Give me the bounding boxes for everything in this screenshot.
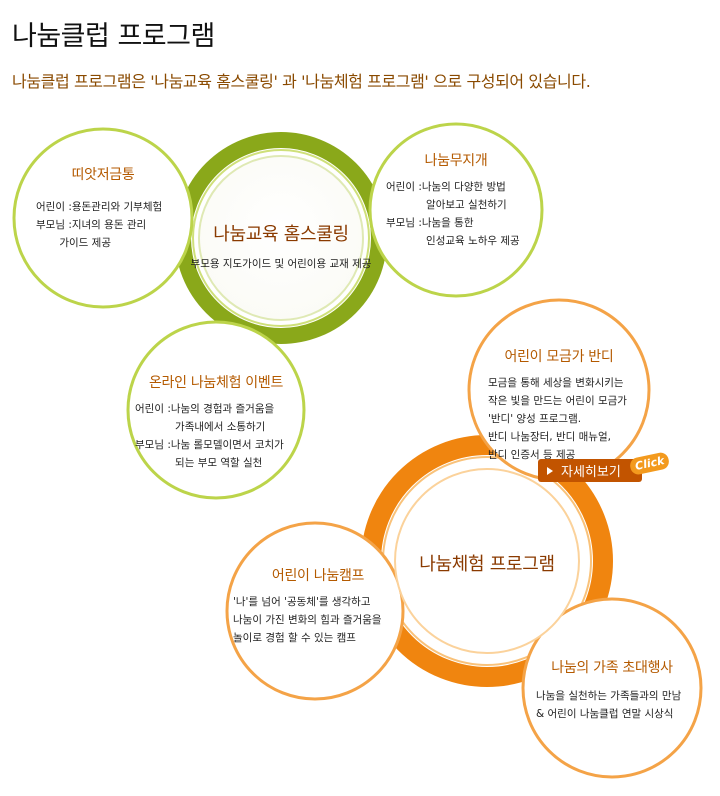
arrow-right-icon — [547, 466, 553, 475]
rainbow-line-text: 인성교육 노하우 제공 — [386, 235, 520, 247]
online-event-line-label: 부모님 : — [135, 439, 171, 451]
rainbow-line-text: 알아보고 실천하기 — [386, 199, 507, 211]
green-hub-circle — [198, 155, 364, 321]
rainbow-line-text: 나눔의 다양한 방법 — [421, 181, 506, 193]
online-event-title: 온라인 나눔체험 이벤트 — [148, 375, 284, 391]
coin-title: 어린이 모금가 반디 — [504, 349, 614, 365]
camp-block: 어린이 나눔캠프 '나'를 넘어 '공동체'를 생각하고 나눔이 가진 변화의 … — [233, 565, 403, 647]
piggy-line-label: 어린이 : — [36, 201, 72, 213]
green-hub: 나눔교육 홈스쿨링 부모용 지도가이드 및 어린이용 교재 제공 — [181, 220, 381, 271]
orange-hub-title: 나눔체험 프로그램 — [419, 554, 555, 575]
coin-line: 모금을 통해 세상을 변화시키는 — [488, 377, 624, 389]
family-title: 나눔의 가족 초대행사 — [551, 660, 673, 676]
rainbow-line: 알아보고 실천하기 — [386, 196, 526, 214]
piggy-line-text: 가이드 제공 — [36, 237, 112, 249]
rainbow-block: 나눔무지개 어린이 : 나눔의 다양한 방법 알아보고 실천하기 부모님 : 나… — [386, 150, 526, 250]
intro-text: 나눔클럽 프로그램은 '나눔교육 홈스쿨링' 과 '나눔체험 프로그램' 으로 … — [12, 72, 591, 91]
piggy-line-text: 용돈관리와 기부체험 — [71, 201, 163, 213]
green-ring-inner — [192, 149, 370, 327]
coin-line: '반디' 양성 프로그램. — [488, 413, 582, 425]
page-title: 나눔클럽 프로그램 — [12, 21, 215, 52]
detail-button-label: 자세히보기 — [561, 465, 621, 480]
piggy-line-label: 부모님 : — [36, 219, 72, 231]
green-hub-subtitle: 부모용 지도가이드 및 어린이용 교재 제공 — [190, 258, 372, 270]
orange-hub-circle — [394, 468, 580, 654]
online-event-line: 부모님 : 나눔 롤모델이면서 코치가 — [135, 436, 297, 454]
camp-circle — [225, 521, 405, 701]
piggy-circle — [12, 127, 194, 309]
piggy-block: 띠앗저금통 어린이 : 용돈관리와 기부체험 부모님 : 지녀의 용돈 관리 가… — [28, 164, 178, 252]
piggy-line: 어린이 : 용돈관리와 기부체험 — [36, 198, 178, 216]
camp-line: '나'를 넘어 '공동체'를 생각하고 — [233, 596, 371, 608]
piggy-line-text: 지녀의 용돈 관리 — [71, 219, 147, 231]
online-event-line-text: 나눔의 경험과 즐거움을 — [170, 403, 275, 415]
online-event-line: 되는 부모 역할 실천 — [135, 454, 297, 472]
online-event-line-text: 가족내에서 소통하기 — [135, 421, 266, 433]
camp-title: 어린이 나눔캠프 — [271, 568, 365, 584]
coin-block: 어린이 모금가 반디 모금을 통해 세상을 변화시키는 작은 빛을 만드는 어린… — [488, 346, 630, 464]
online-event-line: 가족내에서 소통하기 — [135, 418, 297, 436]
rainbow-title: 나눔무지개 — [424, 153, 488, 169]
green-hub-title: 나눔교육 홈스쿨링 — [213, 224, 349, 245]
coin-line: 반디 나눔장터, 반디 매뉴얼, — [488, 431, 611, 443]
rainbow-circle — [368, 122, 544, 298]
rainbow-line-text: 나눔을 통한 — [421, 217, 474, 229]
online-event-line-text: 나눔 롤모델이면서 코치가 — [170, 439, 284, 451]
camp-line: 놀이로 경험 할 수 있는 캠프 — [233, 632, 356, 644]
rainbow-line: 어린이 : 나눔의 다양한 방법 — [386, 178, 526, 196]
family-circle — [521, 597, 703, 779]
online-circle — [126, 320, 306, 500]
piggy-line: 부모님 : 지녀의 용돈 관리 — [36, 216, 178, 234]
rainbow-line-label: 부모님 : — [386, 217, 422, 229]
rainbow-line-label: 어린이 : — [386, 181, 422, 193]
online-event-block: 온라인 나눔체험 이벤트 어린이 : 나눔의 경험과 즐거움을 가족내에서 소통… — [135, 372, 297, 472]
family-line: & 어린이 나눔클럽 연말 시상식 — [536, 708, 674, 720]
camp-line: 나눔이 가진 변화의 힘과 즐거움을 — [233, 614, 382, 626]
coin-line: 작은 빛을 만드는 어린이 모금가 — [488, 395, 627, 407]
family-line: 나눔을 실천하는 가족들과의 만남 — [536, 690, 682, 702]
family-block: 나눔의 가족 초대행사 나눔을 실천하는 가족들과의 만남 & 어린이 나눔클럽… — [532, 657, 692, 723]
orange-hub: 나눔체험 프로그램 — [397, 550, 577, 576]
rainbow-line: 인성교육 노하우 제공 — [386, 232, 526, 250]
piggy-line: 가이드 제공 — [36, 234, 178, 252]
rainbow-line: 부모님 : 나눔을 통한 — [386, 214, 526, 232]
online-event-line-label: 어린이 : — [135, 403, 171, 415]
coin-line: 반디 인증서 등 제공 — [488, 449, 576, 461]
online-event-line: 어린이 : 나눔의 경험과 즐거움을 — [135, 400, 297, 418]
online-event-line-text: 되는 부모 역할 실천 — [135, 457, 263, 469]
piggy-title: 띠앗저금통 — [71, 167, 135, 183]
detail-button[interactable]: 자세히보기 — [538, 459, 642, 482]
